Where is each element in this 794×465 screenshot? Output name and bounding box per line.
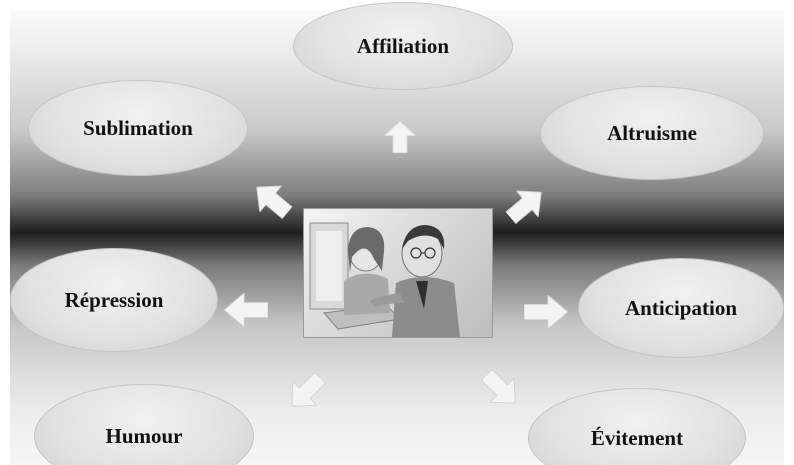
node-humour-label: Humour xyxy=(105,423,183,448)
arrow-to-evitement xyxy=(474,362,528,416)
arrow-to-anticipation xyxy=(524,295,568,329)
node-evitement-label: Évitement xyxy=(590,425,684,450)
frame-left-border xyxy=(0,0,10,465)
people-at-computer-icon xyxy=(309,222,460,337)
node-anticipation: Anticipation xyxy=(578,258,784,358)
frame-right-border xyxy=(784,0,794,465)
arrow-to-sublimation xyxy=(245,174,299,226)
arrow-to-altruisme xyxy=(499,179,553,231)
node-sublimation-label: Sublimation xyxy=(83,115,193,140)
node-sublimation: Sublimation xyxy=(28,80,248,176)
node-repression-label: Répression xyxy=(64,287,164,312)
node-evitement: Évitement xyxy=(528,388,746,465)
node-affiliation: Affiliation xyxy=(293,2,513,90)
node-altruisme-label: Altruisme xyxy=(607,120,697,145)
center-illustration xyxy=(303,208,493,338)
node-anticipation-label: Anticipation xyxy=(624,295,737,320)
node-altruisme: Altruisme xyxy=(540,86,764,180)
node-humour: Humour xyxy=(34,384,254,465)
arrow-to-humour xyxy=(279,365,333,419)
arrow-to-affiliation xyxy=(384,121,416,153)
arrow-to-repression xyxy=(224,293,268,327)
node-affiliation-label: Affiliation xyxy=(356,33,450,58)
node-repression: Répression xyxy=(10,248,218,352)
